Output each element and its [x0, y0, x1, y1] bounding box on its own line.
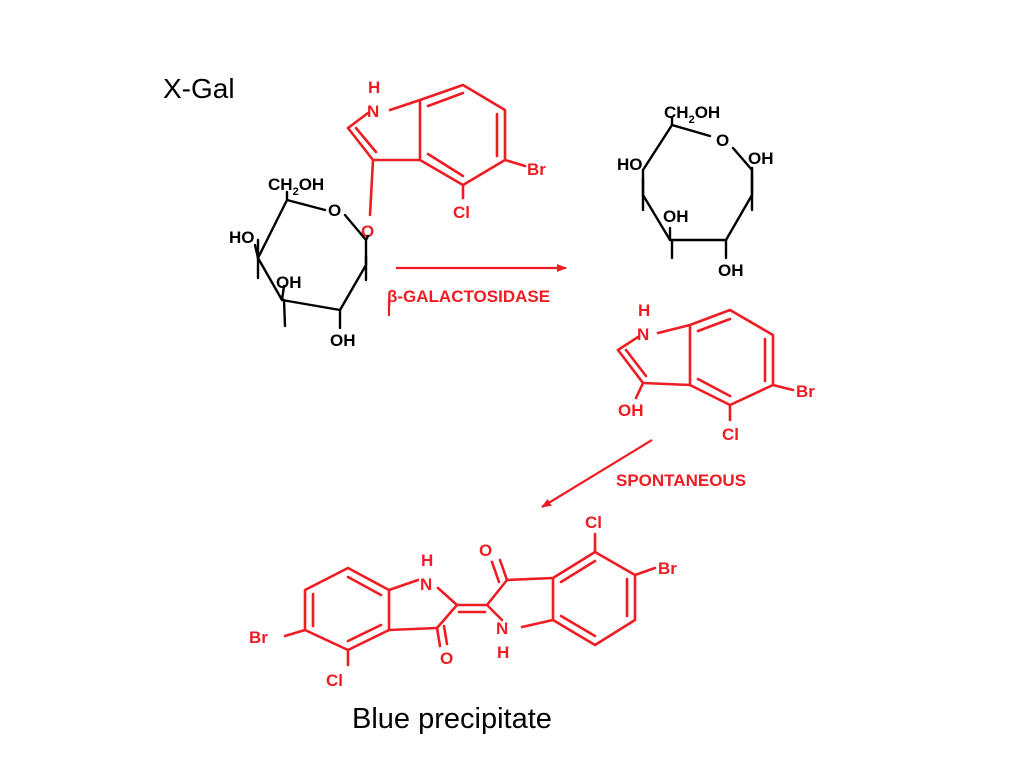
- indoxyl-br-label: Br: [796, 382, 815, 401]
- xgal-oh-bottom-label: OH: [330, 331, 356, 350]
- diagram-title: X-Gal: [163, 73, 235, 104]
- dimer-right-br-label: Br: [658, 559, 677, 578]
- dimer-left-br-label: Br: [249, 628, 268, 647]
- xgal-br-label: Br: [527, 160, 546, 179]
- dimer-left-nh-h-label: H: [421, 551, 433, 570]
- indoxyl: H N Br OH Cl: [616, 301, 815, 444]
- xgal-nh-h-label: H: [368, 78, 380, 97]
- galactose-oh-right-label: OH: [748, 149, 774, 168]
- spontaneous-label: SPONTANEOUS: [616, 471, 746, 490]
- galactose-ho-left-label: HO: [617, 155, 643, 174]
- galactose-oh-inner-label: OH: [663, 207, 689, 226]
- indigo-dimer: H N O Cl Br Br O N H Cl: [249, 513, 677, 690]
- dimer-bottom-o-label: O: [440, 649, 453, 668]
- xgal-cl-label: Cl: [453, 203, 470, 222]
- dimer-top-cl-label: Cl: [585, 513, 602, 532]
- enzyme-label: β-GALACTOSIDASE: [387, 287, 550, 306]
- indoxyl-nh-h-label: H: [638, 301, 650, 320]
- dimer-bottom-cl-label: Cl: [326, 671, 343, 690]
- galactose: CH2OH O OH HO OH OH: [617, 103, 774, 280]
- product-caption: Blue precipitate: [352, 703, 552, 735]
- indoxyl-oh-label: OH: [618, 401, 644, 420]
- xgal-sugar: CH2OH O HO OH OH: [229, 175, 370, 350]
- spontaneous-arrow: [541, 439, 653, 508]
- dimer-top-o-label: O: [479, 541, 492, 560]
- dimer-right-nh-h-label: H: [497, 643, 509, 662]
- xgal-oh-inner-label: OH: [276, 273, 302, 292]
- indoxyl-n-label: N: [637, 325, 649, 344]
- xgal-indole: H N Br Cl O: [346, 78, 546, 241]
- xgal-ho-label: HO: [229, 228, 255, 247]
- dimer-left-n-label: N: [420, 575, 432, 594]
- dimer-right-n-label: N: [496, 619, 508, 638]
- xgal-ring-o-label: O: [328, 201, 341, 220]
- xgal-n-label: N: [367, 102, 379, 121]
- galactose-ring-o-label: O: [716, 131, 729, 150]
- galactose-oh-bottom-label: OH: [718, 261, 744, 280]
- xgal-ch2oh-label: CH2OH: [268, 175, 324, 198]
- indoxyl-cl-label: Cl: [722, 425, 739, 444]
- galactose-ch2oh-label: CH2OH: [664, 103, 720, 126]
